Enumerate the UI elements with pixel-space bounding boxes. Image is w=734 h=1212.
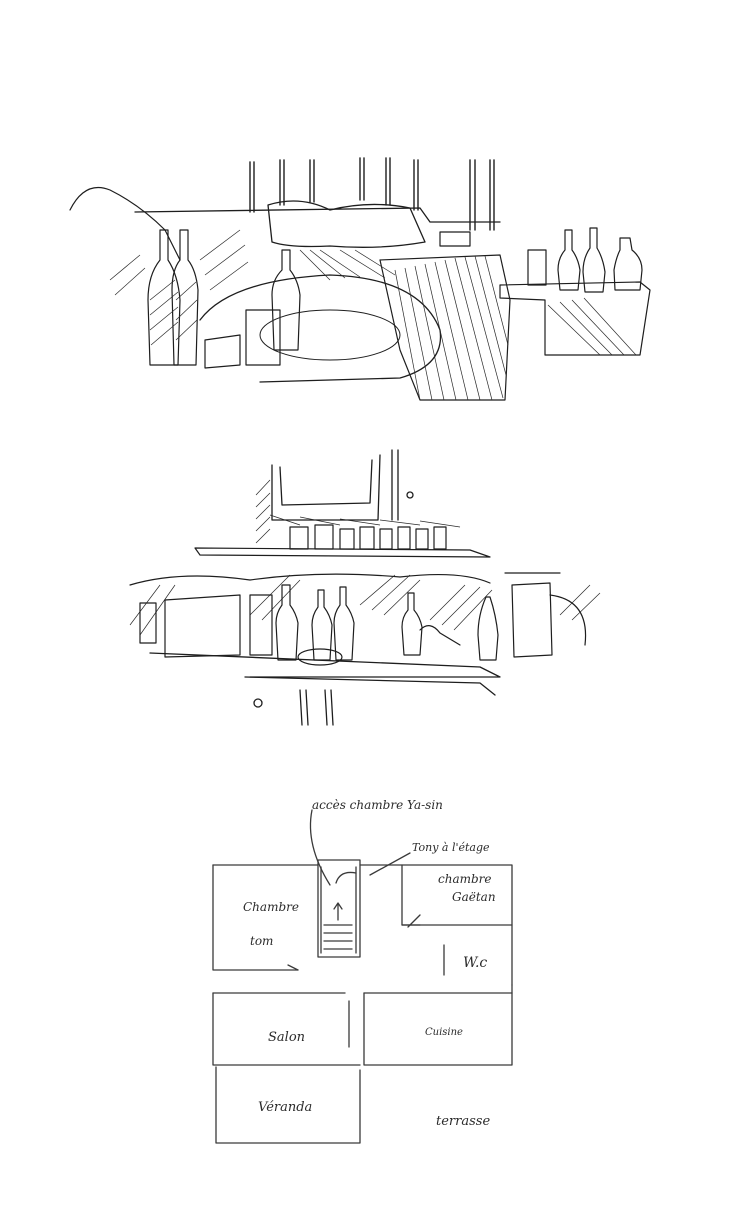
appliance-right	[504, 572, 587, 658]
walls	[212, 859, 513, 1144]
living-room-sketch	[0, 150, 734, 410]
label-terrasse: terrasse	[436, 1114, 490, 1129]
label-chambre-gaetan-2: Gaëtan	[452, 890, 496, 904]
shaded-couch	[299, 249, 511, 401]
kitchen-sketch	[0, 445, 734, 735]
pointer-lines	[309, 809, 421, 928]
upper-cabinet	[271, 449, 414, 521]
kitchen-drawing	[129, 449, 601, 726]
window-bars	[249, 157, 495, 231]
counter-top	[149, 652, 501, 726]
label-chambre-tom-1: Chambre	[243, 900, 299, 914]
wall-shading	[129, 574, 601, 636]
blanket-left	[69, 186, 181, 261]
label-chambre-tom-2: tom	[250, 934, 273, 948]
label-cuisine: Cuisine	[425, 1027, 463, 1038]
counter-items	[139, 584, 499, 666]
sofa-back	[134, 207, 501, 223]
label-salon: Salon	[268, 1030, 305, 1045]
side-table	[499, 227, 651, 356]
label-chambre-gaetan-1: chambre	[438, 872, 492, 886]
round-table	[199, 274, 442, 383]
label-acces-chambre: accès chambre Ya-sin	[312, 798, 443, 812]
shelf	[194, 524, 491, 558]
bottles-table	[147, 229, 301, 369]
label-wc: W.c	[463, 955, 487, 971]
living-room-drawing	[69, 157, 651, 401]
bottle-shading	[109, 229, 249, 346]
cushion	[267, 200, 426, 248]
label-veranda: Véranda	[258, 1100, 312, 1115]
floor-plan: accès chambre Ya-sin Tony à l'étage cham…	[0, 785, 734, 1155]
label-tony-etage: Tony à l'étage	[412, 841, 490, 854]
floor-plan-drawing: accès chambre Ya-sin Tony à l'étage cham…	[212, 798, 513, 1144]
